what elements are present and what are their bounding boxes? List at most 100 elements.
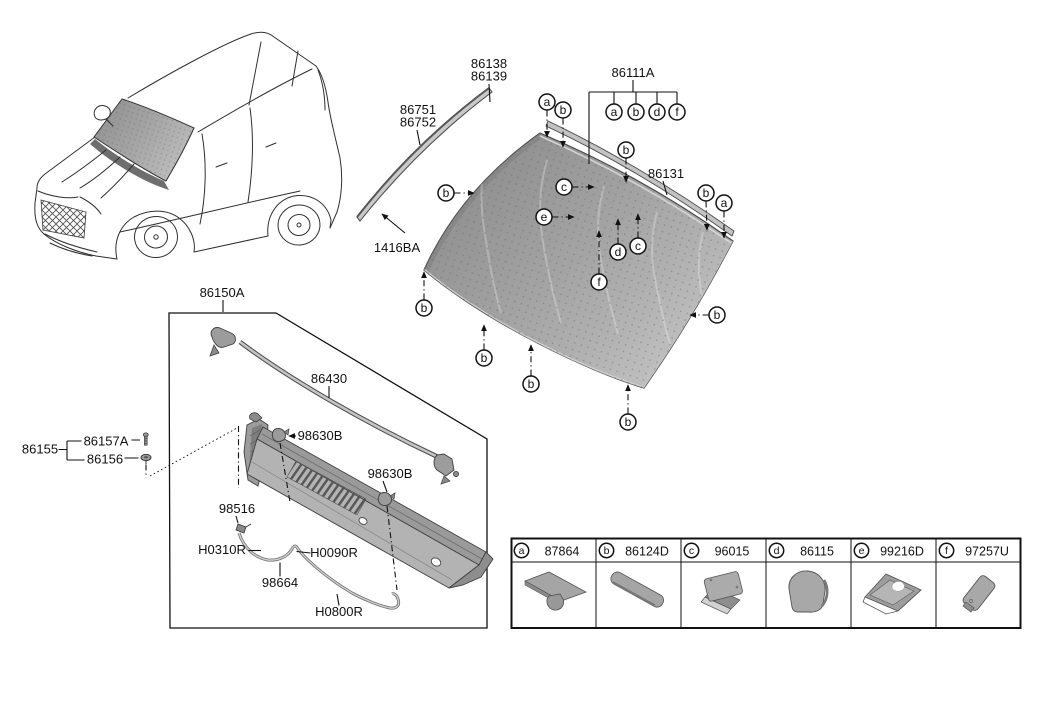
callout-b-topleft[interactable]: b [554,101,572,148]
part-label-86157A[interactable]: 86157A [84,434,129,449]
glass-callouts: a b b b a b c e [415,93,733,431]
glass-kit-group: 86111A a b d f [588,65,686,164]
callout-letter: b [443,186,450,200]
bracket-86111A [588,80,678,164]
hood-creases [61,149,135,199]
callout-b-bottom1[interactable]: b [475,324,493,367]
bracket-callout-f[interactable]: f [668,103,686,121]
side-molding-edge [356,87,490,218]
callout-letter: a [544,95,551,109]
callout-b-bottom2[interactable]: b [522,344,540,393]
legend-cell-f[interactable]: f 97257U [938,542,1009,613]
front-wheel [134,215,178,259]
part-label-98630B-2[interactable]: 98630B [368,466,413,481]
part-label-98516[interactable]: 98516 [219,501,255,516]
vehicle-overview [34,31,343,260]
callout-letter: b [703,186,710,200]
callout-letter: f [597,275,601,289]
part-label-1416BA[interactable]: 1416BA [374,240,421,255]
rear-wheel [277,204,321,246]
mount-trace-line [149,427,238,477]
door-handles [215,142,277,168]
callout-letter: d [615,245,622,259]
callout-c-mid2[interactable]: c [629,213,647,255]
callout-a-topright[interactable]: a [715,194,733,239]
leader-H0090R [296,550,311,554]
callout-b-left[interactable]: b [437,184,475,202]
headlight-lines [37,190,102,215]
callout-letter: b [560,103,567,117]
legend-cell-c[interactable]: c 96015 [683,542,749,615]
part-label-86430[interactable]: 86430 [311,371,347,386]
callout-f-mid[interactable]: f [590,230,608,291]
callout-a-topleft[interactable]: a [538,93,556,138]
part-label-H0090R[interactable]: H0090R [310,545,358,560]
callout-letter: c [561,180,567,194]
legend-icon-86115 [788,570,829,613]
legend-icon-87864 [524,571,587,611]
front-hub [153,234,159,240]
hood-edge [36,136,96,189]
part-label-86155[interactable]: 86155 [22,442,58,457]
rear-outline [315,65,343,229]
rocker-line [193,235,269,253]
car-windshield-texture [94,99,194,181]
part-label-H0800R[interactable]: H0800R [315,604,363,619]
callout-b-topright[interactable]: b [697,184,715,231]
callout-c-mid[interactable]: c [555,178,595,196]
bracket-callout-b[interactable]: b [627,103,645,121]
callout-letter: c [635,239,641,253]
legend-icon-97257U [962,575,996,613]
legend-grid [511,538,1021,628]
body-crease [119,190,301,233]
legend-icon-96015 [700,571,743,615]
legend-part-number: 87864 [545,545,580,559]
grommet-icon [140,453,152,464]
legend-letter: e [859,545,865,557]
leader-H0800R [336,593,340,606]
washer-hose-98664 [238,532,400,609]
legend-letter: a [519,545,525,557]
callout-letter: b [625,415,632,429]
part-label-86131[interactable]: 86131 [648,166,684,181]
arrow-1416BA [381,213,406,234]
part-label-86139[interactable]: 86139 [471,69,507,84]
callout-letter: b [623,143,630,157]
cowl-clip-1 [271,428,290,442]
legend-icon-99216D [862,573,922,615]
part-label-98664[interactable]: 98664 [262,575,298,590]
legend-cell-d[interactable]: d 86115 [768,542,834,613]
fastener-group: 86155 86157A 86156 [22,427,238,478]
callout-b-topmid[interactable]: b [617,141,635,183]
part-label-86150A[interactable]: 86150A [200,285,245,300]
part-label-86156[interactable]: 86156 [87,452,123,467]
part-label-H0310R[interactable]: H0310R [198,542,246,557]
callout-b-right[interactable]: b [689,306,726,324]
legend-letter: d [774,545,780,557]
part-label-86138[interactable]: 86138 [471,56,507,71]
callout-e-mid[interactable]: e [535,208,575,226]
washer-hose-group [235,523,401,610]
part-label-98630B-1[interactable]: 98630B [298,428,343,443]
bracket-callout-d[interactable]: d [648,103,666,121]
part-label-86111A[interactable]: 86111A [612,65,655,80]
legend-cell-b[interactable]: b 86124D [598,542,669,609]
leader-98516 [235,515,239,524]
legend-circle-e [853,542,870,559]
callout-letter: a [721,196,728,210]
leader-98630B-2 [382,480,388,493]
legend-cell-e[interactable]: e 99216D [853,542,924,615]
beltline [197,68,313,133]
legend-cell-a[interactable]: a 87864 [513,542,587,611]
part-label-86752[interactable]: 86752 [400,115,436,130]
bracket-callout-a[interactable]: a [605,103,623,121]
callout-d-mid[interactable]: d [609,218,627,261]
callout-b-lowleft[interactable]: b [415,271,433,317]
leader-86131 [662,180,668,196]
part-label-86751[interactable]: 86751 [400,102,436,117]
screw-icon [143,432,149,446]
callout-b-bottom3[interactable]: b [619,384,637,431]
front-lower [43,233,118,260]
callout-letter: b [714,308,721,322]
clip1-axis [279,442,291,503]
